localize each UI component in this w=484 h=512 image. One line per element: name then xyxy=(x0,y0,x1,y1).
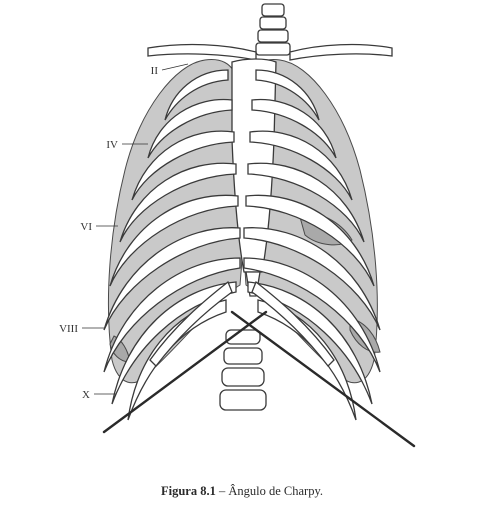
right-costal-arch xyxy=(251,280,335,367)
left-clavicle xyxy=(147,43,257,61)
rib-label-x: X xyxy=(82,389,90,401)
charpy-angle-left-line xyxy=(102,310,268,434)
figure-number: Figura 8.1 xyxy=(160,484,216,498)
figure-caption-text: – Ângulo de Charpy. xyxy=(218,484,324,498)
thoracic-vertebrae-lower xyxy=(219,329,267,411)
rib-label-vi: VI xyxy=(80,221,92,233)
rib-cage-illustration: II IV VI VIII X xyxy=(59,3,416,448)
figure-caption: Figura 8.1 – Ângulo de Charpy. xyxy=(0,484,484,499)
left-ribs xyxy=(103,69,241,421)
charpy-angle-right-line xyxy=(230,310,416,448)
left-costal-arch xyxy=(149,280,233,367)
rib-label-viii: VIII xyxy=(59,323,78,335)
rib-label-iv: IV xyxy=(106,139,118,151)
cervical-vertebrae xyxy=(255,3,291,56)
right-clavicle xyxy=(289,43,393,61)
rib-label-ii: II xyxy=(151,65,159,77)
rib-label-ii-leader xyxy=(161,63,189,71)
